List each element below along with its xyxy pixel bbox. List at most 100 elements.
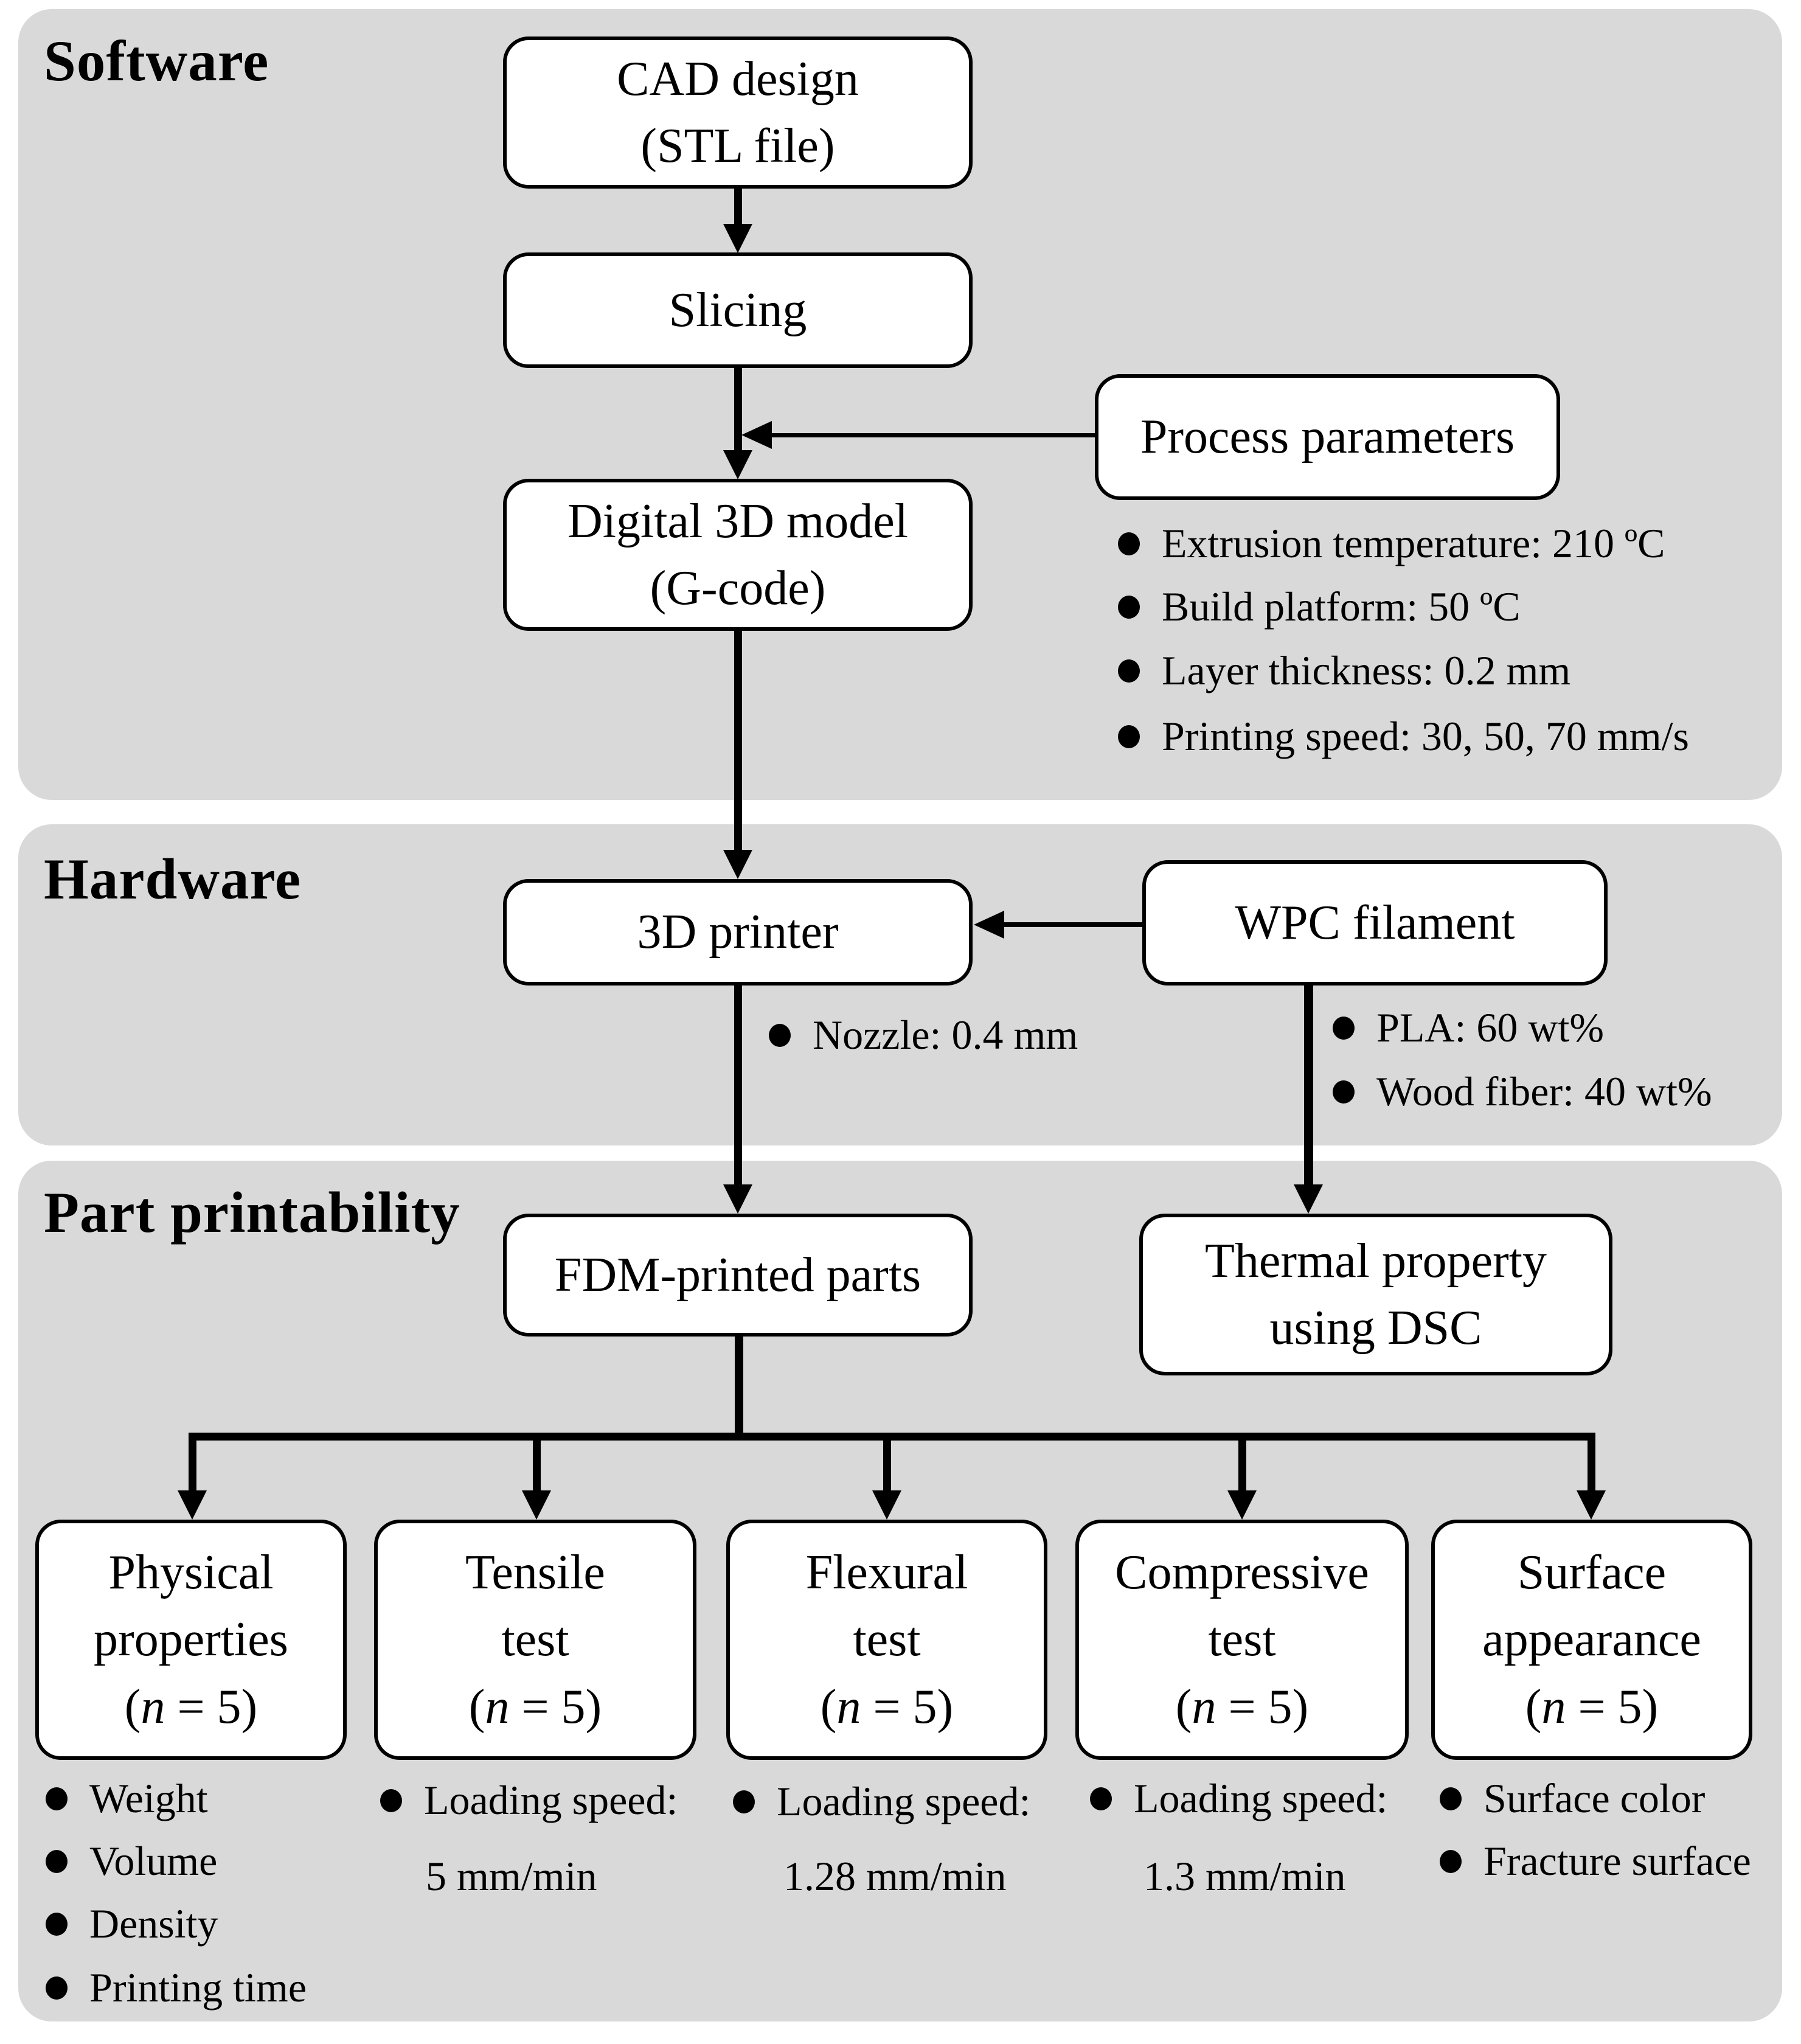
process-bullet-layer: Layer thickness: 0.2 mm (1118, 647, 1570, 695)
count-open: ( (468, 1680, 485, 1734)
count-rest: = 5) (509, 1680, 602, 1734)
thermal-property-label-line2: using DSC (1269, 1301, 1482, 1355)
fdm-printed-parts-label: FDM-printed parts (554, 1248, 921, 1302)
compressive-bullet-loading-speed: Loading speed: (1090, 1775, 1387, 1823)
process-parameters-connector-line (760, 433, 1095, 437)
surface-bullet-fracture-text: Fracture surface (1483, 1838, 1751, 1884)
count-rest: = 5) (1216, 1680, 1309, 1734)
physical-bullet-printing-time: Printing time (46, 1964, 307, 2012)
process-bullet-extrusion-text: Extrusion temperature: 210 ºC (1162, 520, 1665, 566)
branch-compressive-head-icon (1227, 1490, 1257, 1520)
bullet-dot-icon (46, 1976, 68, 2000)
surface-appearance-line1: Surface (1517, 1545, 1667, 1599)
bullet-dot-icon (1440, 1787, 1462, 1810)
tensile-test-box: Tensile test (n = 5) (374, 1520, 696, 1760)
cad-design-label-line1: CAD design (617, 52, 859, 106)
wpc-bullet-pla-text: PLA: 60 wt% (1376, 1004, 1604, 1051)
bullet-dot-icon (1333, 1016, 1355, 1040)
wpc-bullet-pla: PLA: 60 wt% (1333, 1004, 1604, 1052)
surface-bullet-color-text: Surface color (1483, 1775, 1706, 1821)
branch-flexural-head-icon (872, 1490, 901, 1520)
physical-properties-box: Physical properties (n = 5) (35, 1520, 347, 1760)
wpc-bullet-wood: Wood fiber: 40 wt% (1333, 1068, 1712, 1116)
physical-properties-line2: properties (94, 1613, 288, 1667)
compressive-bullet-loading-speed-value: 1.3 mm/min (1143, 1853, 1346, 1899)
process-bullet-platform: Build platform: 50 ºC (1118, 583, 1521, 631)
flexural-test-box: Flexural test (n = 5) (726, 1520, 1047, 1760)
tensile-bullet-loading-speed-value: 5 mm/min (426, 1853, 597, 1899)
flexural-test-count: (n = 5) (821, 1674, 953, 1740)
part-printability-section-title: Part printability (44, 1180, 460, 1245)
bullet-dot-icon (769, 1023, 791, 1047)
process-parameters-connector-head-icon (741, 421, 772, 449)
flexural-bullet-loading-speed-value: 1.28 mm/min (783, 1853, 1007, 1899)
count-var: n (836, 1680, 861, 1734)
branch-surface-head-icon (1577, 1490, 1606, 1520)
arrow-printer-to-fdm-head-icon (723, 1184, 752, 1214)
thermal-property-label-line1: Thermal property (1205, 1234, 1547, 1288)
process-bullet-speed-text: Printing speed: 30, 50, 70 mm/s (1162, 713, 1689, 759)
wpc-filament-box: WPC filament (1142, 860, 1608, 985)
arrow-digital-to-printer-head-icon (723, 850, 752, 879)
wpc-bullet-wood-text: Wood fiber: 40 wt% (1376, 1068, 1712, 1114)
surface-appearance-line2: appearance (1482, 1613, 1701, 1667)
thermal-property-box: Thermal property using DSC (1139, 1214, 1612, 1375)
surface-appearance-box: Surface appearance (n = 5) (1431, 1520, 1752, 1760)
process-parameters-label: Process parameters (1140, 410, 1515, 464)
physical-properties-count: (n = 5) (125, 1674, 257, 1740)
process-bullet-speed: Printing speed: 30, 50, 70 mm/s (1118, 712, 1689, 760)
surface-bullet-fracture: Fracture surface (1440, 1837, 1751, 1885)
compressive-test-box: Compressive test (n = 5) (1075, 1520, 1409, 1760)
digital-3d-model-box: Digital 3D model (G-code) (503, 479, 973, 631)
arrow-wpc-to-thermal-head-icon (1294, 1184, 1323, 1214)
surface-bullet-color: Surface color (1440, 1775, 1705, 1823)
flexural-test-line2: test (853, 1613, 921, 1667)
digital-3d-model-label-line1: Digital 3D model (567, 494, 908, 548)
arrow-slicing-to-digital-line (734, 368, 742, 451)
surface-appearance-count: (n = 5) (1525, 1674, 1658, 1740)
count-open: ( (820, 1680, 837, 1734)
count-var: n (1192, 1680, 1216, 1734)
bullet-dot-icon (46, 1787, 68, 1810)
count-rest: = 5) (1566, 1680, 1659, 1734)
physical-bullet-printing-time-text: Printing time (89, 1964, 307, 2011)
branch-flexural-line (883, 1437, 891, 1493)
wpc-to-printer-head-icon (974, 911, 1004, 939)
flexural-bullet-loading-speed-text: Loading speed: (777, 1778, 1031, 1824)
bullet-dot-icon (733, 1790, 755, 1813)
slicing-label: Slicing (668, 283, 807, 337)
flexural-bullet-loading-speed: Loading speed: (733, 1778, 1030, 1826)
physical-bullet-weight-text: Weight (89, 1775, 208, 1821)
compressive-test-count: (n = 5) (1176, 1674, 1308, 1740)
bullet-dot-icon (1118, 532, 1140, 555)
arrow-cad-to-slicing-head-icon (723, 224, 752, 253)
process-parameters-box: Process parameters (1095, 374, 1560, 500)
bullet-dot-icon (1118, 659, 1140, 683)
branch-physical-line (189, 1437, 196, 1493)
count-var: n (141, 1680, 165, 1734)
tensile-bullet-loading-speed-text: Loading speed: (424, 1777, 678, 1823)
tensile-test-line2: test (501, 1613, 569, 1667)
count-var: n (485, 1680, 510, 1734)
branch-physical-head-icon (178, 1490, 207, 1520)
process-bullet-layer-text: Layer thickness: 0.2 mm (1162, 647, 1571, 693)
count-rest: = 5) (861, 1680, 954, 1734)
arrow-slicing-to-digital-head-icon (723, 450, 752, 479)
process-bullet-extrusion: Extrusion temperature: 210 ºC (1118, 520, 1665, 568)
bullet-dot-icon (380, 1788, 402, 1812)
physical-bullet-weight: Weight (46, 1775, 208, 1823)
bullet-dot-icon (1118, 595, 1140, 619)
flexural-test-line1: Flexural (805, 1545, 968, 1599)
tensile-test-count: (n = 5) (469, 1674, 602, 1740)
physical-bullet-density-text: Density (89, 1900, 218, 1947)
fdm-down-stem-line (735, 1337, 743, 1440)
3d-printer-label: 3D printer (637, 905, 839, 959)
distribution-bar-line (189, 1433, 1595, 1441)
bullet-dot-icon (46, 1849, 68, 1873)
printer-bullet-nozzle: Nozzle: 0.4 mm (769, 1011, 1078, 1059)
cad-design-box: CAD design (STL file) (503, 36, 973, 189)
arrow-printer-to-fdm-line (734, 985, 742, 1186)
physical-bullet-volume-text: Volume (89, 1838, 218, 1884)
printer-bullet-nozzle-text: Nozzle: 0.4 mm (813, 1012, 1078, 1058)
count-var: n (1541, 1680, 1566, 1734)
